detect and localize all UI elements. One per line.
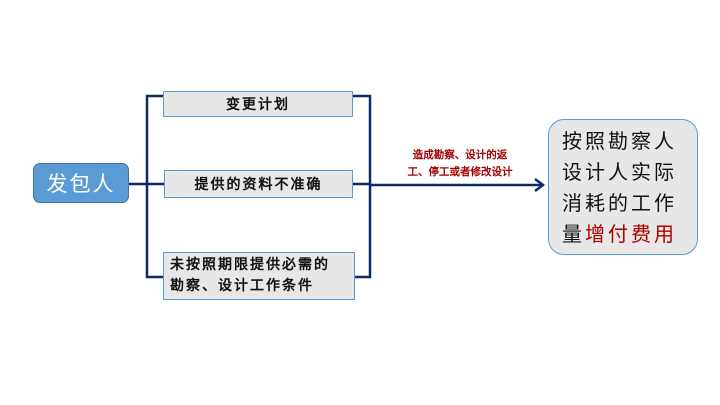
left-bracket bbox=[145, 94, 163, 279]
root-node-employer: 发包人 bbox=[33, 163, 129, 203]
cause-node-missing-conditions: 未按照期限提供必需的 勘察、设计工作条件 bbox=[163, 252, 355, 300]
cause-text: 提供的资料不准确 bbox=[194, 177, 323, 193]
cause-node-inaccurate-data: 提供的资料不准确 bbox=[164, 170, 353, 198]
edge-label-line: 造成勘察、设计的返 bbox=[412, 149, 508, 161]
result-node: 按照勘察人 设计人实际 消耗的工作 量增付费用 bbox=[548, 119, 698, 255]
result-line: 消耗的工作 bbox=[562, 191, 677, 215]
result-line: 设计人实际 bbox=[562, 160, 677, 184]
result-line: 按照勘察人 bbox=[562, 129, 677, 153]
edge-label-line: 工、停工或者修改设计 bbox=[407, 166, 513, 178]
edge-label: 造成勘察、设计的返 工、停工或者修改设计 bbox=[385, 147, 535, 181]
cause-text: 未按照期限提供必需的 bbox=[170, 257, 330, 273]
right-bracket bbox=[353, 94, 372, 279]
result-prefix: 量 bbox=[562, 222, 585, 246]
result-highlight: 增付费用 bbox=[585, 222, 677, 246]
arrow-head-icon bbox=[534, 178, 546, 192]
cause-text: 变更计划 bbox=[226, 97, 290, 113]
cause-node-change-plan: 变更计划 bbox=[163, 91, 353, 117]
result-line: 量增付费用 bbox=[562, 219, 697, 250]
cause-text: 勘察、设计工作条件 bbox=[170, 278, 314, 294]
